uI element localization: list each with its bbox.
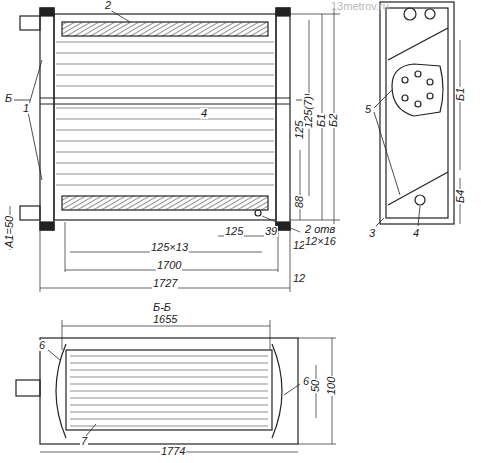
callout-number: 6 — [38, 340, 46, 351]
dimension-label: 1700 — [156, 260, 182, 271]
callout-number: 4 — [412, 228, 420, 239]
dimension-label: А1=50 — [4, 215, 15, 249]
callout-number: 2 — [104, 0, 112, 11]
dimension-label: Б — [4, 93, 13, 104]
dimension-label: 1655 — [152, 314, 178, 325]
section-view — [16, 320, 336, 452]
dimension-label: Б4 — [455, 188, 466, 203]
tube-rows — [56, 42, 274, 185]
dimension-lines — [10, 8, 340, 292]
side-view — [374, 2, 460, 226]
dimension-label: 2 отв — [304, 224, 336, 235]
dimension-label: Б1 — [316, 112, 327, 127]
callout-number: 7 — [80, 436, 88, 447]
callout-number: 1 — [22, 103, 30, 114]
dimension-label: Б1 — [455, 86, 466, 101]
callout-number: 4 — [200, 108, 208, 119]
dimension-label: 125 — [294, 120, 305, 140]
dimension-label: 125×13 — [150, 242, 189, 253]
callout-number: 3 — [368, 228, 376, 239]
callout-number: 5 — [364, 104, 372, 115]
dimension-label: 39 — [264, 226, 278, 237]
dimension-label: 12 — [292, 273, 306, 284]
dimension-label: 88 — [294, 195, 305, 209]
callout-number: 6 — [302, 376, 310, 387]
section-tubes — [70, 356, 268, 426]
dimension-label: 50 — [310, 379, 321, 393]
front-view — [14, 8, 310, 230]
watermark: 13metrov.ru — [330, 1, 390, 12]
dimension-label: 125 — [224, 226, 244, 237]
dimension-label: Б2 — [328, 112, 339, 127]
dimension-label: 12×16 — [304, 236, 337, 247]
dimension-label: 1774 — [160, 446, 186, 457]
dimension-label: Б-Б — [152, 302, 172, 313]
dimension-label: 1727 — [152, 278, 178, 289]
dimension-label: 100 — [326, 376, 337, 396]
